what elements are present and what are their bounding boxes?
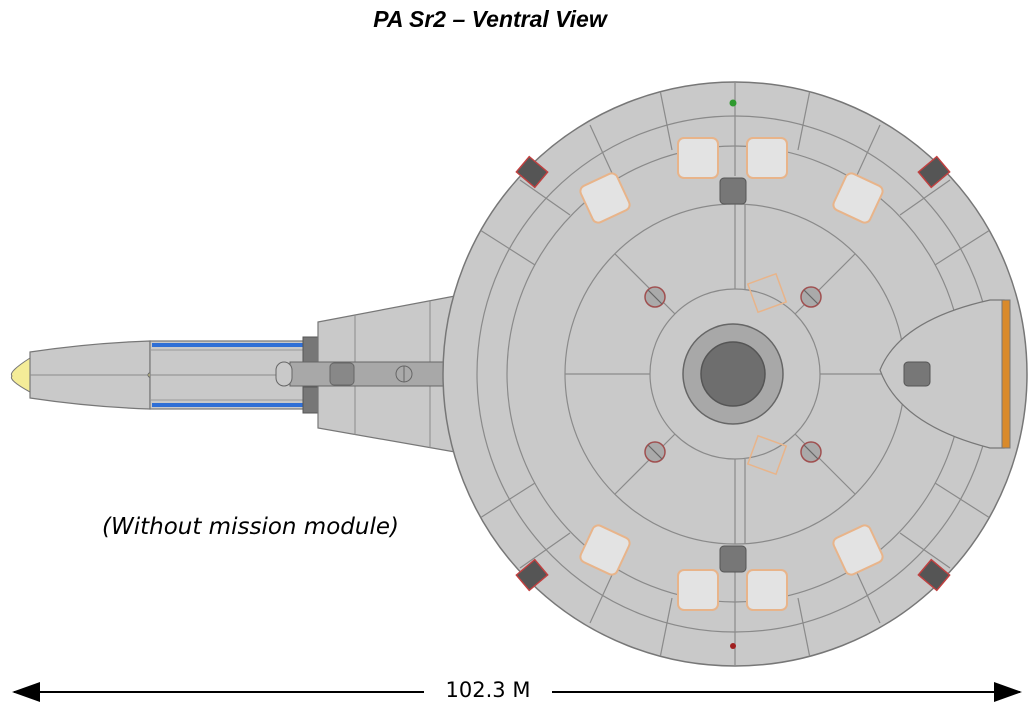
secondary-hull xyxy=(10,295,559,453)
diagram-title: PA Sr2 – Ventral View xyxy=(373,6,607,32)
window-panel xyxy=(677,569,719,611)
blue-accent-strip-top xyxy=(152,343,304,347)
hatch xyxy=(719,545,747,573)
scale-length-label: 102.3 M xyxy=(426,678,550,702)
rcs-thruster xyxy=(917,155,951,189)
diagram-subtitle: (Without mission module) xyxy=(102,514,399,540)
window-panel xyxy=(579,524,631,576)
window-panel xyxy=(746,137,788,179)
rcs-thruster xyxy=(515,155,549,189)
window-panel xyxy=(579,172,631,224)
saucer-section xyxy=(442,81,1028,667)
blue-accent-strip-bottom xyxy=(152,403,304,407)
window-panel xyxy=(677,137,719,179)
window-panel xyxy=(746,569,788,611)
hatch xyxy=(719,177,747,205)
central-dome-inner xyxy=(700,341,766,407)
rcs-thruster xyxy=(917,558,951,592)
window-panel xyxy=(832,524,884,576)
forward-deflector xyxy=(1001,299,1011,449)
navigational-deflector-glow xyxy=(10,357,31,393)
window-panel xyxy=(832,172,884,224)
nav-light-green xyxy=(729,99,737,107)
nav-light-red xyxy=(730,643,736,649)
rcs-thruster xyxy=(515,558,549,592)
forward-notch xyxy=(879,299,1005,449)
